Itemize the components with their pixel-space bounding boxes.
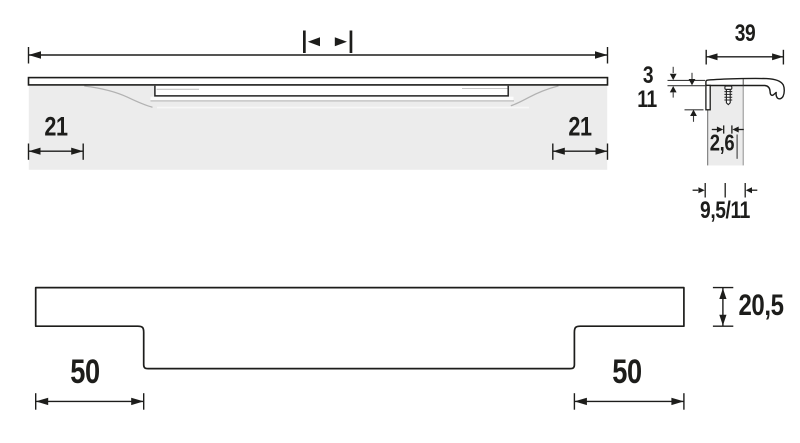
dim-label-21-left: 21 [44,111,68,142]
mounting-screw [724,85,733,106]
dim-label-20-5: 20,5 [738,289,784,323]
cs-dim-9-5-11 [692,183,758,198]
bv-dim-50-left [35,393,145,410]
dim-label-2-6: 2,6 [709,129,734,156]
front-dim-21-right [552,143,609,160]
recess-ramp-left [84,85,153,108]
cs-dim-3 [667,66,705,98]
dim-label-21-right: 21 [568,111,592,142]
cross-section-view [667,49,785,198]
front-view [27,30,609,170]
variable-length-icon [303,30,353,53]
dim-label-11: 11 [636,85,657,113]
profile-back-leg [705,84,711,111]
dim-label-50-left: 50 [69,353,100,392]
bv-dim-50-right [573,393,685,410]
recess-opening-outline [154,85,509,97]
cs-dim-39 [705,49,785,65]
dim-label-9-5-11: 9,5/11 [700,196,750,224]
dim-label-39: 39 [734,19,756,47]
bv-dim-20-5 [712,286,734,327]
bottom-view [34,286,734,410]
front-dim-21-left [27,143,84,160]
handle-profile-outline [34,286,685,370]
handle-strip [27,76,609,86]
front-length-dimension [27,47,609,64]
dim-label-50-right: 50 [612,353,642,392]
recess-ramp-right [510,85,559,107]
cs-dim-11 [684,72,704,122]
dim-label-3: 3 [642,61,654,89]
handle-profile-section [705,77,785,100]
cs-dim-2-6 [711,125,744,159]
grip-recess [84,85,559,109]
